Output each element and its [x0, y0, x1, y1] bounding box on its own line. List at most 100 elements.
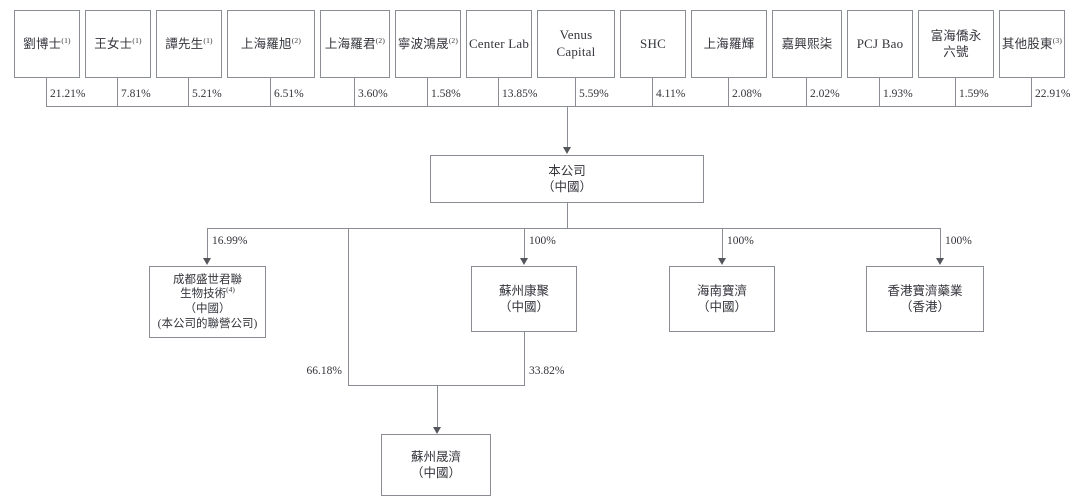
- entity-name: 海南寶濟: [696, 284, 747, 298]
- percent-label-hainan-baoji: 100%: [727, 235, 754, 247]
- arrow-to-chengdu: [203, 258, 211, 265]
- shareholder-name-line2: Capital: [556, 44, 596, 59]
- shareholder-bus-line: [46, 106, 1032, 107]
- percent-label-shc: 4.11%: [656, 88, 686, 100]
- percent-label-shanghai-luoxu: 6.51%: [274, 88, 304, 100]
- shareholder-box-fuhai[interactable]: 富海僑永 六號: [918, 10, 994, 78]
- percent-label-suzhou-kangju: 100%: [529, 235, 556, 247]
- connector-to-suzhou-kangju: [524, 228, 525, 259]
- connector-stem-shanghai-luoxu: [270, 78, 271, 106]
- connector-stem-shanghai-luojun: [354, 78, 355, 106]
- percent-label-fuhai: 1.59%: [959, 88, 989, 100]
- percent-label-center-lab: 13.85%: [502, 88, 538, 100]
- shareholder-name: 寧波鴻晟(2): [397, 35, 459, 51]
- connector-stem-jiaxing-xiqi: [806, 78, 807, 106]
- joint-venture-box-suzhou-shengji[interactable]: 蘇州晟濟 （中國）: [381, 434, 491, 496]
- footnote-marker: (1): [61, 35, 71, 45]
- connector-stem-shanghai-luohui: [728, 78, 729, 106]
- percent-label-liu: 21.21%: [50, 88, 86, 100]
- entity-jurisdiction: （中國）: [498, 300, 549, 314]
- entity-name: 蘇州晟濟: [410, 450, 461, 464]
- percent-label-hongkong-baoji: 100%: [945, 235, 972, 247]
- subsidiary-box-chengdu[interactable]: 成都盛世君聯 生物技術(4) （中國） (本公司的聯營公司): [149, 266, 266, 338]
- shareholder-name-line1: Venus: [559, 27, 593, 43]
- shareholder-name-line2: 六號: [943, 45, 969, 59]
- percent-label-venus-capital: 5.59%: [579, 88, 609, 100]
- shareholder-name: 上海羅輝: [703, 37, 755, 51]
- connector-stem-fuhai: [955, 78, 956, 106]
- connector-stem-liu: [46, 78, 47, 106]
- percent-label-chengdu: 16.99%: [212, 235, 248, 247]
- subsidiary-box-suzhou-kangju[interactable]: 蘇州康聚 （中國）: [471, 266, 577, 332]
- entity-jurisdiction: （中國）: [410, 466, 461, 480]
- entity-jurisdiction: （香港）: [899, 300, 950, 314]
- entity-name: 蘇州康聚: [498, 284, 549, 298]
- company-name: 本公司: [548, 164, 586, 178]
- shareholder-box-liu[interactable]: 劉博士(1): [14, 10, 80, 78]
- subsidiary-box-hongkong-baoji[interactable]: 香港寶濟藥業 （香港）: [866, 266, 984, 332]
- footnote-marker: (1): [132, 35, 142, 45]
- shareholder-box-shanghai-luojun[interactable]: 上海羅君(2): [320, 10, 390, 78]
- connector-stem-wang: [117, 78, 118, 106]
- percent-label-shengji-from-company: 66.18%: [306, 365, 342, 377]
- footnote-marker: (1): [203, 35, 213, 45]
- shareholder-box-ningbo-hongsheng[interactable]: 寧波鴻晟(2): [395, 10, 461, 78]
- arrow-to-hongkong-baoji: [936, 258, 944, 265]
- shareholder-name: 譚先生(1): [165, 35, 213, 51]
- entity-relationship: (本公司的聯營公司): [157, 317, 258, 330]
- connector-company-down: [567, 203, 568, 229]
- shengji-join-bus-line: [348, 385, 525, 386]
- connector-stem-venus-capital: [575, 78, 576, 106]
- shareholder-name: 上海羅君(2): [324, 35, 386, 51]
- connector-to-suzhou-shengji: [437, 385, 438, 428]
- shareholder-box-shc[interactable]: SHC: [620, 10, 686, 78]
- shareholder-box-shanghai-luoxu[interactable]: 上海羅旭(2): [227, 10, 315, 78]
- company-jurisdiction: （中國）: [541, 180, 592, 194]
- connector-stem-center-lab: [498, 78, 499, 106]
- company-box[interactable]: 本公司 （中國）: [430, 155, 704, 203]
- connector-stem-shc: [652, 78, 653, 106]
- shareholder-name: PCJ Bao: [856, 35, 904, 51]
- footnote-marker: (2): [448, 35, 459, 45]
- shareholder-name: 劉博士(1): [23, 35, 71, 51]
- connector-stem-pcj-bao: [879, 78, 880, 106]
- percent-label-shanghai-luojun: 3.60%: [358, 88, 388, 100]
- percent-label-other-shareholders: 22.91%: [1035, 88, 1071, 100]
- connector-stem-ningbo-hongsheng: [427, 78, 428, 106]
- percent-label-tan: 5.21%: [192, 88, 222, 100]
- shareholder-name: 王女士(1): [94, 35, 142, 51]
- shareholder-box-shanghai-luohui[interactable]: 上海羅輝: [691, 10, 767, 78]
- shareholder-box-wang[interactable]: 王女士(1): [85, 10, 151, 78]
- connector-company-to-shengji-branch: [348, 228, 349, 385]
- entity-jurisdiction: （中國）: [696, 300, 747, 314]
- percent-label-ningbo-hongsheng: 1.58%: [431, 88, 461, 100]
- entity-jurisdiction: （中國）: [184, 303, 231, 315]
- connector-kangju-down: [524, 332, 525, 385]
- shareholder-box-other-shareholders[interactable]: 其他股東(3): [999, 10, 1065, 78]
- percent-label-jiaxing-xiqi: 2.02%: [810, 88, 840, 100]
- shareholder-box-tan[interactable]: 譚先生(1): [156, 10, 222, 78]
- footnote-marker: (2): [291, 35, 302, 45]
- percent-label-pcj-bao: 1.93%: [883, 88, 913, 100]
- footnote-marker: (3): [1052, 35, 1063, 45]
- shareholder-box-jiaxing-xiqi[interactable]: 嘉興熙柒: [772, 10, 842, 78]
- connector-bus-to-company: [567, 106, 568, 148]
- arrow-to-hainan-baoji: [718, 258, 726, 265]
- arrow-to-suzhou-shengji: [433, 427, 441, 434]
- shareholder-name: Center Lab: [468, 35, 530, 51]
- percent-label-shengji-from-kangju: 33.82%: [529, 365, 565, 377]
- shareholder-box-center-lab[interactable]: Center Lab: [466, 10, 532, 78]
- connector-stem-tan: [188, 78, 189, 106]
- subsidiary-box-hainan-baoji[interactable]: 海南寶濟 （中國）: [669, 266, 775, 332]
- shareholder-name: 嘉興熙柒: [781, 37, 833, 51]
- connector-to-chengdu: [207, 228, 208, 259]
- shareholder-box-venus-capital[interactable]: Venus Capital: [537, 10, 615, 78]
- shareholder-name-line1: 富海僑永: [930, 29, 982, 43]
- entity-name-line1: 成都盛世君聯: [173, 273, 242, 286]
- shareholder-box-pcj-bao[interactable]: PCJ Bao: [847, 10, 913, 78]
- entity-name: 香港寶濟藥業: [887, 284, 963, 298]
- connector-stem-other-shareholders: [1031, 78, 1032, 106]
- percent-label-shanghai-luohui: 2.08%: [732, 88, 762, 100]
- shareholder-name: SHC: [640, 35, 666, 51]
